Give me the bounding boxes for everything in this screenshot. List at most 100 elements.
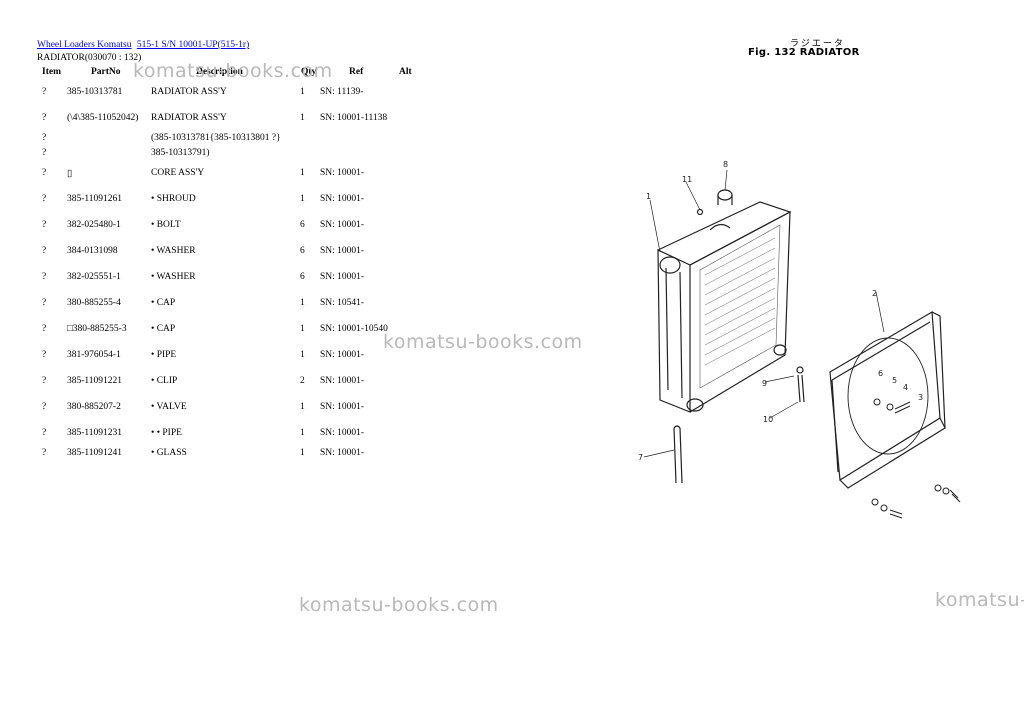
callout-11: 11	[682, 175, 692, 184]
cell-ref: SN: 10001-10540	[320, 324, 388, 334]
cell-item: ?	[42, 350, 47, 360]
cell-qty: 1	[300, 194, 305, 204]
watermark: komatsu-books.com	[383, 331, 583, 353]
cell-qty: 1	[300, 298, 305, 308]
cell-qty: 1	[300, 428, 305, 438]
cell-item: ?	[42, 246, 47, 256]
cell-description: RADIATOR ASS'Y	[151, 113, 227, 123]
cell-item: ?	[42, 220, 47, 230]
callout-8: 8	[723, 160, 728, 169]
watermark: komatsu-books.com	[133, 60, 333, 82]
cell-description: • SHROUD	[151, 194, 196, 204]
cell-ref: SN: 10001-11138	[320, 113, 388, 123]
callout-6: 6	[878, 369, 883, 378]
cell-partno: (\4\385-11052042)	[67, 113, 139, 123]
cell-description: • CAP	[151, 298, 176, 308]
column-header-partno: PartNo	[91, 67, 121, 77]
cell-qty: 6	[300, 246, 305, 256]
radiator-exploded-diagram: 1 2 3 4 5 6 7 8 9 10 11	[638, 160, 961, 519]
watermark: komatsu-bu	[935, 589, 1024, 611]
cell-ref: SN: 10001-	[320, 220, 365, 230]
cell-partno: 382-025551-1	[67, 272, 121, 282]
cell-description: • CLIP	[151, 376, 178, 386]
cell-partno: □380-885255-3	[67, 324, 127, 334]
cell-description: (385-10313781{385-10313801 ?}	[151, 133, 281, 143]
cell-item: ?	[42, 148, 47, 158]
cell-qty: 1	[300, 350, 305, 360]
column-header-qty: Qty	[301, 67, 317, 77]
cell-partno: 385-11091241	[67, 448, 123, 458]
column-header-ref: Ref	[349, 67, 364, 77]
cell-description: • BOLT	[151, 220, 181, 230]
cell-qty: 1	[300, 87, 305, 97]
cell-qty: 6	[300, 272, 305, 282]
cell-item: ?	[42, 324, 47, 334]
cell-partno: 385-11091231	[67, 428, 123, 438]
valve	[796, 366, 805, 403]
cell-description: • WASHER	[151, 272, 196, 282]
cell-qty: 2	[300, 376, 305, 386]
cell-partno: 385-10313781	[67, 87, 123, 97]
cell-qty: 1	[300, 113, 305, 123]
cell-item: ?	[42, 168, 47, 178]
cell-ref: SN: 10001-	[320, 402, 365, 412]
cell-partno: 385-11091221	[67, 376, 123, 386]
cell-qty: 6	[300, 220, 305, 230]
cell-description: CORE ASS'Y	[151, 168, 205, 178]
breadcrumb-link-serial[interactable]: 515-1 S/N 10001-UP(515-1r)	[136, 40, 250, 50]
cell-qty: 1	[300, 402, 305, 412]
cell-description: • WASHER	[151, 246, 196, 256]
cell-ref: SN: 10001-	[320, 448, 365, 458]
breadcrumb: Wheel Loaders Komatsu 515-1 S/N 10001-UP…	[37, 40, 249, 50]
cell-description: • CAP	[151, 324, 176, 334]
cell-qty: 1	[300, 324, 305, 334]
cell-qty: 1	[300, 168, 305, 178]
cell-item: ?	[42, 194, 47, 204]
cell-partno: 385-11091261	[67, 194, 123, 204]
cell-partno: 380-885255-4	[67, 298, 121, 308]
callout-2: 2	[872, 289, 877, 298]
leader-lines	[643, 169, 885, 458]
figure-title-japanese: ラジエータ	[790, 39, 845, 49]
cell-description: 385-10313791)	[151, 148, 210, 158]
cell-description: • VALVE	[151, 402, 187, 412]
callout-10: 10	[763, 415, 773, 424]
column-header-description: Description	[196, 67, 243, 77]
watermark: komatsu-books.com	[299, 594, 499, 616]
fasteners	[871, 398, 961, 519]
breadcrumb-link-model[interactable]: Wheel Loaders Komatsu	[37, 40, 132, 50]
callout-4: 4	[903, 383, 908, 392]
cell-item: ?	[42, 113, 47, 123]
cell-qty: 1	[300, 448, 305, 458]
cell-ref: SN: 10001-	[320, 168, 365, 178]
radiator-core	[657, 189, 792, 413]
callout-7: 7	[638, 453, 643, 462]
cell-item: ?	[42, 448, 47, 458]
cell-description: • GLASS	[151, 448, 187, 458]
callout-1: 1	[646, 192, 651, 201]
cell-ref: SN: 11139-	[320, 87, 364, 97]
cell-partno: ▯	[67, 169, 73, 179]
pipe	[673, 425, 683, 484]
cell-description: • PIPE	[151, 350, 177, 360]
cell-description: • • PIPE	[151, 428, 182, 438]
cell-description: RADIATOR ASS'Y	[151, 87, 227, 97]
cell-ref: SN: 10001-	[320, 428, 365, 438]
page-subtitle: RADIATOR(030070 : 132)	[37, 53, 142, 63]
callout-3: 3	[918, 393, 923, 402]
cell-item: ?	[42, 428, 47, 438]
cell-ref: SN: 10001-	[320, 376, 365, 386]
cell-item: ?	[42, 402, 47, 412]
cell-ref: SN: 10001-	[320, 246, 365, 256]
cell-ref: SN: 10001-	[320, 350, 365, 360]
cell-item: ?	[42, 272, 47, 282]
cell-item: ?	[42, 133, 47, 143]
cell-item: ?	[42, 298, 47, 308]
shroud	[829, 310, 946, 489]
column-header-alt: Alt	[399, 67, 412, 77]
figure-title: Fig. 132 RADIATOR	[748, 47, 860, 58]
cell-partno: 381-976054-1	[67, 350, 121, 360]
cell-partno: 384-0131098	[67, 246, 118, 256]
cell-item: ?	[42, 87, 47, 97]
column-header-item: Item	[42, 67, 61, 77]
